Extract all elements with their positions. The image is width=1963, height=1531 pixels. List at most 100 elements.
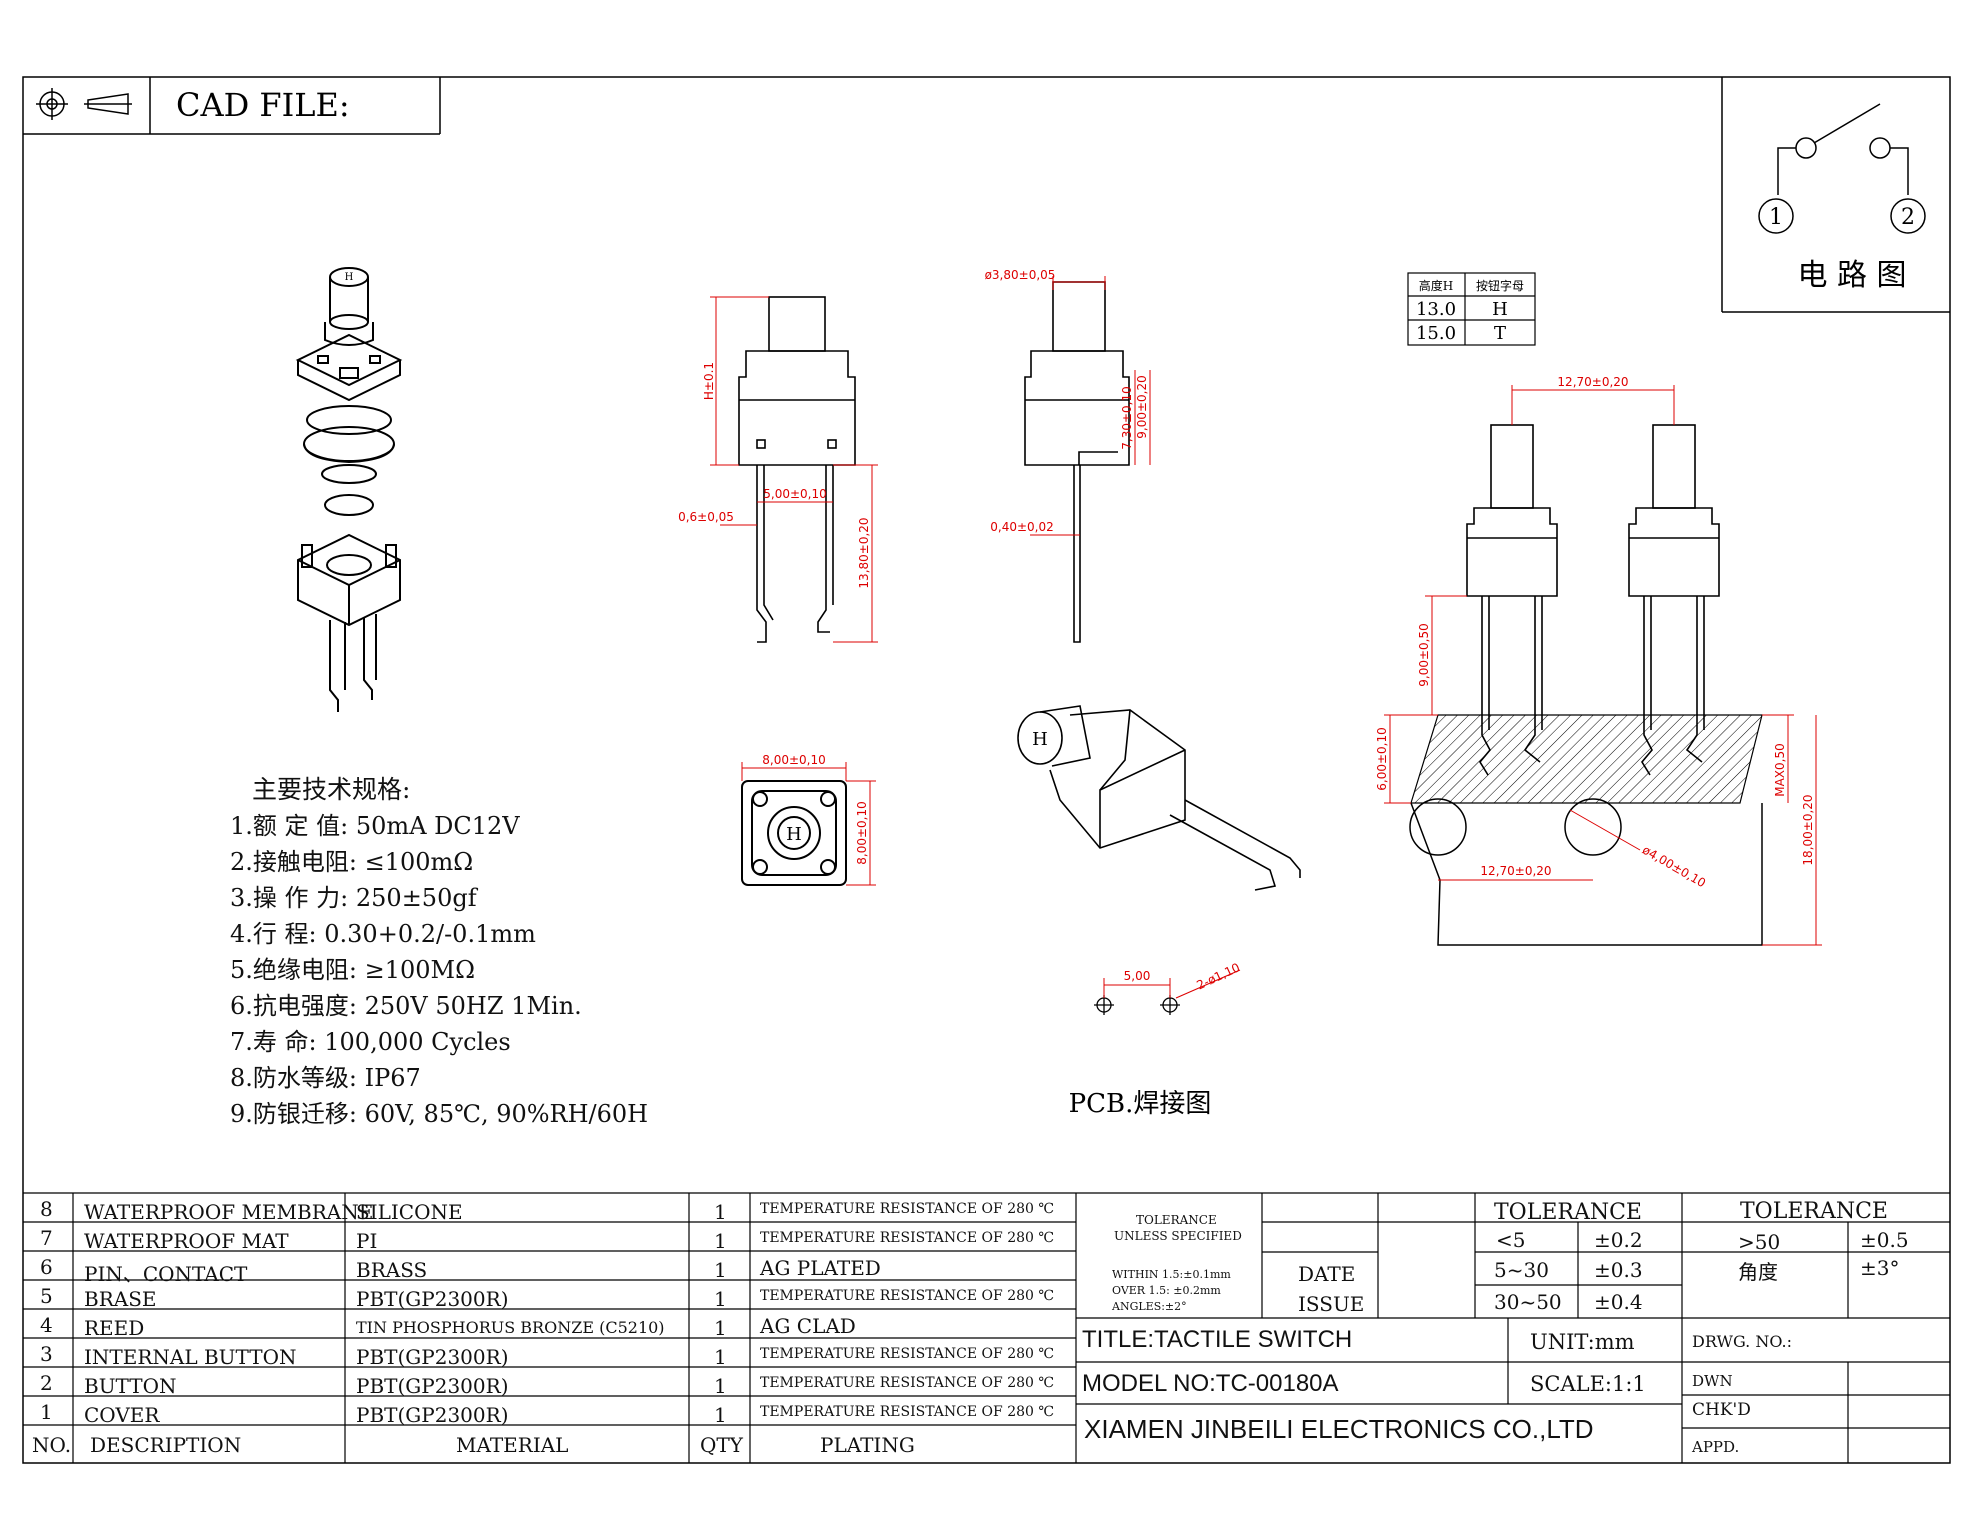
tol-value-gt50: ±0.5 — [1860, 1228, 1909, 1252]
pin-2-label: 2 — [1901, 205, 1915, 230]
spec-label: 7.寿 命: — [230, 1028, 317, 1056]
tol-value-3: ±0.4 — [1594, 1290, 1643, 1314]
over-tolerance: OVER 1.5: ±0.2mm — [1112, 1284, 1221, 1297]
spec-item: 9.防银迁移: 60V, 85℃, 90%RH/60H — [230, 1096, 648, 1132]
pcb-footprint — [1094, 995, 1180, 1015]
bom-plating: TEMPERATURE RESISTANCE OF 280 ℃ — [760, 1230, 1055, 1246]
dim-body-height: 7,30±0,10 — [1120, 386, 1134, 450]
bom-qty: 1 — [714, 1200, 727, 1224]
bom-header-qty: QTY — [700, 1433, 743, 1457]
unit-label: UNIT:mm — [1530, 1330, 1635, 1354]
tol-range-1: <5 — [1496, 1228, 1526, 1252]
specs-list: 1.额 定 值: 50mA DC12V 2.接触电阻: ≤100mΩ 3.操 作… — [230, 808, 648, 1132]
side-view — [1024, 281, 1130, 643]
dim-pin-spacing: 5,00±0,10 — [763, 487, 827, 501]
tol-value-2: ±0.3 — [1594, 1258, 1643, 1282]
spec-label: 5.绝缘电阻: — [230, 956, 357, 984]
tape-mounted-view — [1409, 424, 1763, 946]
exploded-button-letter: H — [345, 272, 354, 283]
front-view-dimensions — [710, 296, 878, 643]
height-row-1: 13.0 — [1416, 299, 1456, 320]
pcb-label: PCB.焊接图 — [1069, 1089, 1212, 1119]
appd-label: APPD. — [1692, 1438, 1740, 1456]
bom-material: TIN PHOSPHORUS BRONZE (C5210) — [356, 1318, 665, 1337]
front-view — [738, 296, 856, 643]
height-table — [1407, 272, 1536, 346]
dim-pin-length: 13,80±0,20 — [857, 517, 871, 588]
dim-total-height: 9,00±0,20 — [1135, 375, 1149, 439]
spec-label: 1.额 定 值: — [230, 812, 349, 840]
spec-label: 4.行 程: — [230, 920, 317, 948]
bom-desc: COVER — [84, 1403, 160, 1427]
spec-value: 100,000 Cycles — [324, 1028, 511, 1056]
bom-plating: AG PLATED — [760, 1256, 881, 1280]
tol-range-3: 30~50 — [1494, 1290, 1562, 1314]
drawing-title: TITLE:TACTILE SWITCH — [1082, 1326, 1353, 1353]
specs-title: 主要技术规格: — [252, 775, 411, 804]
cad-file-label: CAD FILE: — [176, 86, 350, 124]
bom-plating: TEMPERATURE RESISTANCE OF 280 ℃ — [760, 1288, 1055, 1304]
bom-plating: TEMPERATURE RESISTANCE OF 280 ℃ — [760, 1201, 1055, 1217]
projection-symbol-icon — [36, 88, 132, 120]
bom-grid — [23, 1192, 1950, 1463]
spec-value: 50mA DC12V — [355, 812, 520, 840]
bom-material: PI — [356, 1229, 378, 1253]
spec-value: 250±50gf — [355, 884, 477, 912]
bom-desc: REED — [84, 1316, 145, 1340]
pin-1-label: 1 — [1769, 205, 1783, 230]
dim-tape-pin-height: 9,00±0,50 — [1417, 623, 1431, 687]
bom-material: PBT(GP2300R) — [356, 1403, 509, 1427]
spec-item: 6.抗电强度: 250V 50HZ 1Min. — [230, 988, 648, 1024]
side-view-dimensions — [1030, 276, 1151, 536]
bom-no: 7 — [40, 1226, 53, 1250]
tol-range-2: 5~30 — [1494, 1258, 1549, 1282]
unless-specified-label: UNLESS SPECIFIED — [1114, 1229, 1242, 1243]
spec-label: 8.防水等级: — [230, 1064, 357, 1092]
isometric-view — [1017, 705, 1301, 891]
top-view-button-letter: H — [786, 824, 802, 845]
dim-top-width: 8,00±0,10 — [762, 753, 826, 767]
dim-tape-pitch-top: 12,70±0,20 — [1557, 375, 1628, 389]
angle-label: 角度 — [1738, 1260, 1778, 1284]
spec-item: 7.寿 命: 100,000 Cycles — [230, 1024, 648, 1060]
bom-no: 4 — [40, 1313, 53, 1337]
circuit-diagram: 1 2 电 路 图 — [1721, 77, 1950, 313]
bom-desc: WATERPROOF MEMBRANE — [84, 1200, 374, 1224]
dim-pin-width: 0,6±0,05 — [678, 510, 734, 524]
top-view — [741, 780, 847, 886]
dim-tape-max: MAX0,50 — [1773, 743, 1787, 797]
bom-qty: 1 — [714, 1403, 727, 1427]
bom-qty: 1 — [714, 1374, 727, 1398]
tolerance-header-2: TOLERANCE — [1740, 1199, 1888, 1224]
bom-plating: TEMPERATURE RESISTANCE OF 280 ℃ — [760, 1375, 1055, 1391]
bom-material: BRASS — [356, 1258, 428, 1282]
spec-item: 1.额 定 值: 50mA DC12V — [230, 808, 648, 844]
circuit-title: 电 路 图 — [1797, 258, 1906, 293]
scale-label: SCALE:1:1 — [1530, 1372, 1646, 1396]
tolerance-header-1: TOLERANCE — [1494, 1200, 1642, 1225]
bom-material: PBT(GP2300R) — [356, 1374, 509, 1398]
dwn-label: DWN — [1692, 1372, 1733, 1390]
drawing-number-label: DRWG. NO.: — [1692, 1332, 1793, 1351]
bom-desc: PIN、CONTACT — [84, 1262, 248, 1286]
bom-desc: WATERPROOF MAT — [84, 1229, 289, 1253]
tolerance-unless-label: TOLERANCE — [1136, 1213, 1217, 1227]
spec-value: ≥100MΩ — [364, 956, 476, 984]
bom-no: 3 — [40, 1342, 53, 1366]
bom-header-material: MATERIAL — [456, 1433, 569, 1457]
bom-desc: BUTTON — [84, 1374, 177, 1398]
bom-no: 8 — [40, 1197, 53, 1221]
dim-button-diameter: ø3,80±0,05 — [985, 268, 1056, 282]
spec-value: IP67 — [364, 1064, 421, 1092]
spec-item: 5.绝缘电阻: ≥100MΩ — [230, 952, 648, 988]
bom-qty: 1 — [714, 1258, 727, 1282]
dim-top-height: 8,00±0,10 — [855, 801, 869, 865]
isometric-button-letter: H — [1032, 729, 1048, 750]
bom-no: 1 — [40, 1400, 53, 1424]
tape-view-dimensions — [1384, 385, 1822, 946]
top-view-dimensions — [741, 762, 876, 886]
spec-value: ≤100mΩ — [364, 848, 474, 876]
spec-item: 3.操 作 力: 250±50gf — [230, 880, 648, 916]
bom-qty: 1 — [714, 1316, 727, 1340]
